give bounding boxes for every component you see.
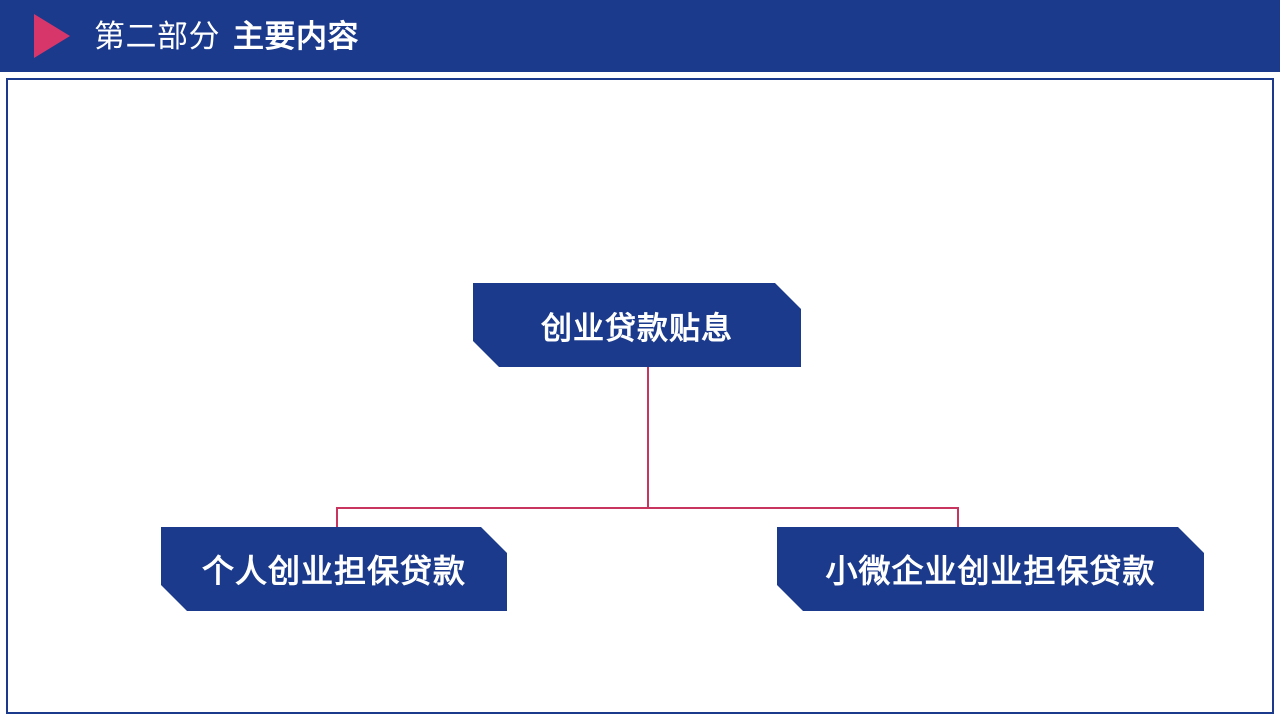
slide-header-bar: 第二部分 主要内容 — [0, 0, 1280, 72]
page-title: 主要内容 — [233, 18, 359, 54]
connector-left-branch — [336, 507, 338, 529]
connector-right-branch — [957, 507, 959, 529]
section-label: 第二部分 — [94, 18, 220, 54]
diagram-node-root-label: 创业贷款贴息 — [541, 310, 733, 346]
connector-root-vertical — [647, 366, 649, 509]
play-triangle-icon — [34, 14, 70, 58]
diagram-node-root[interactable]: 创业贷款贴息 — [473, 283, 801, 367]
content-frame: 创业贷款贴息 个人创业担保贷款 小微企业创业担保贷款 — [6, 78, 1274, 714]
diagram-node-child-2[interactable]: 小微企业创业担保贷款 — [777, 527, 1204, 611]
diagram-node-child-1[interactable]: 个人创业担保贷款 — [161, 527, 507, 611]
diagram-node-child-2-label: 小微企业创业担保贷款 — [825, 553, 1156, 589]
diagram-node-child-1-label: 个人创业担保贷款 — [201, 553, 466, 589]
connector-horizontal-bus — [336, 507, 959, 509]
slide-header-text: 第二部分 主要内容 — [94, 21, 359, 52]
